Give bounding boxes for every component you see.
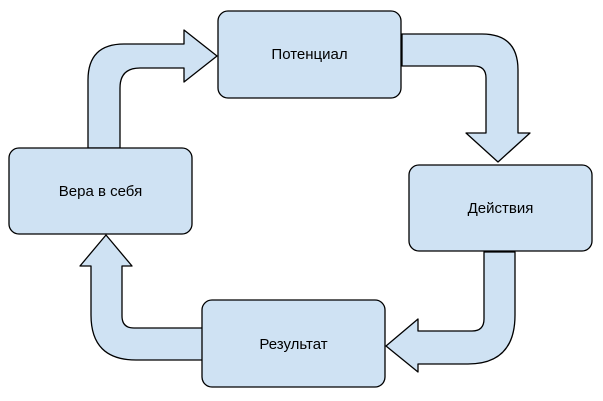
node-actions-box bbox=[408, 164, 593, 252]
node-belief: Вера в себя bbox=[8, 147, 193, 235]
arrow-result-to-belief bbox=[79, 234, 204, 361]
node-potential-label: Потенциал bbox=[271, 46, 347, 63]
arrow-actions-to-result bbox=[385, 251, 516, 373]
node-result: Результат bbox=[201, 299, 386, 388]
arrow-potential-to-actions bbox=[401, 33, 531, 163]
node-actions-label: Действия bbox=[468, 200, 534, 217]
arrow-belief-to-potential bbox=[87, 29, 218, 149]
node-actions: Действия bbox=[408, 164, 593, 252]
node-result-box bbox=[201, 299, 386, 388]
node-potential: Потенциал bbox=[217, 10, 402, 99]
node-belief-label: Вера в себя bbox=[59, 183, 142, 200]
node-belief-box bbox=[8, 147, 193, 235]
node-potential-box bbox=[217, 10, 402, 99]
node-result-label: Результат bbox=[259, 336, 327, 353]
